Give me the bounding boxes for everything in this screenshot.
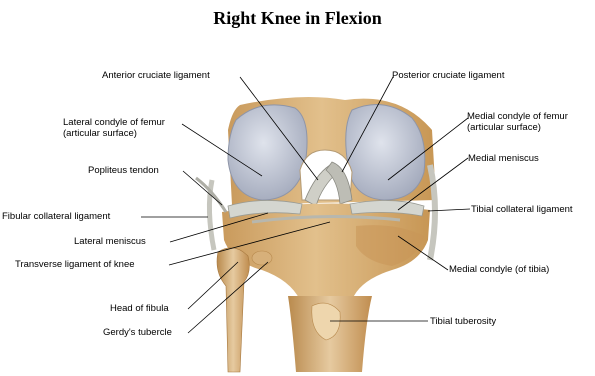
label-medial-condyle-tibia: Medial condyle (of tibia) — [449, 264, 549, 275]
label-posterior-cruciate-ligament: Posterior cruciate ligament — [392, 70, 504, 81]
label-tibial-tuberosity: Tibial tuberosity — [430, 316, 496, 327]
label-lateral-meniscus: Lateral meniscus — [74, 236, 146, 247]
label-tibial-collateral-ligament: Tibial collateral ligament — [471, 204, 573, 215]
label-fibular-collateral-ligament: Fibular collateral ligament — [2, 211, 110, 222]
label-lateral-condyle-femur-sub: (articular surface) — [63, 128, 137, 139]
label-medial-condyle-femur-sub: (articular surface) — [467, 122, 541, 133]
label-lateral-condyle-femur: Lateral condyle of femur — [63, 117, 165, 128]
gerdys-tubercle-shape — [252, 251, 272, 265]
label-gerdys-tubercle: Gerdy's tubercle — [103, 327, 172, 338]
lateral-femoral-condyle — [228, 105, 307, 200]
label-medial-meniscus: Medial meniscus — [468, 153, 539, 164]
medial-femoral-condyle — [346, 105, 425, 200]
tibial-collateral-shape — [430, 165, 435, 260]
label-medial-condyle-femur: Medial condyle of femur — [467, 111, 568, 122]
label-popliteus-tendon: Popliteus tendon — [88, 165, 159, 176]
leader-popliteus — [183, 171, 222, 205]
label-transverse-ligament: Transverse ligament of knee — [15, 259, 135, 270]
label-head-of-fibula: Head of fibula — [110, 303, 169, 314]
label-anterior-cruciate-ligament: Anterior cruciate ligament — [102, 70, 210, 81]
